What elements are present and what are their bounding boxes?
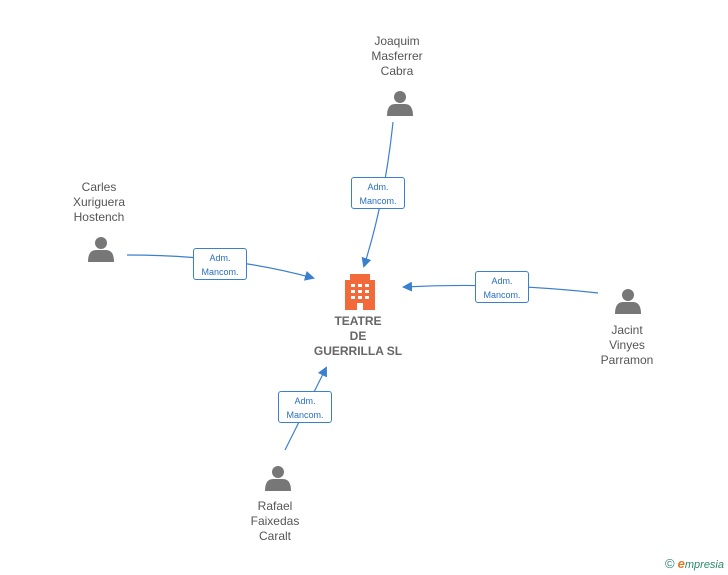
person-name-rafael[interactable]: Rafael Faixedas Caralt xyxy=(250,499,300,543)
person-name-jacint[interactable]: Jacint Vinyes Parramon xyxy=(600,323,654,367)
edge-label-rafael: Adm. Mancom. xyxy=(278,391,332,423)
person-icon[interactable] xyxy=(88,237,114,262)
edge-label-jacint: Adm. Mancom. xyxy=(475,271,529,303)
person-icon[interactable] xyxy=(265,466,291,491)
building-icon[interactable] xyxy=(345,274,375,310)
company-name[interactable]: TEATRE DE GUERRILLA SL xyxy=(313,314,403,358)
brand-name: mpresia xyxy=(684,559,724,571)
person-name-joaquim[interactable]: Joaquim Masferrer Cabra xyxy=(371,34,423,78)
edge-label-joaquim: Adm. Mancom. xyxy=(351,177,405,209)
person-name-carles[interactable]: Carles Xuriguera Hostench xyxy=(72,180,126,224)
person-icon[interactable] xyxy=(615,289,641,314)
brand-initial: e xyxy=(677,556,685,571)
edge-label-carles: Adm. Mancom. xyxy=(193,248,247,280)
brand-footer[interactable]: ©empresia xyxy=(665,556,724,571)
copyright-symbol: © xyxy=(665,556,675,571)
person-icon[interactable] xyxy=(387,91,413,116)
